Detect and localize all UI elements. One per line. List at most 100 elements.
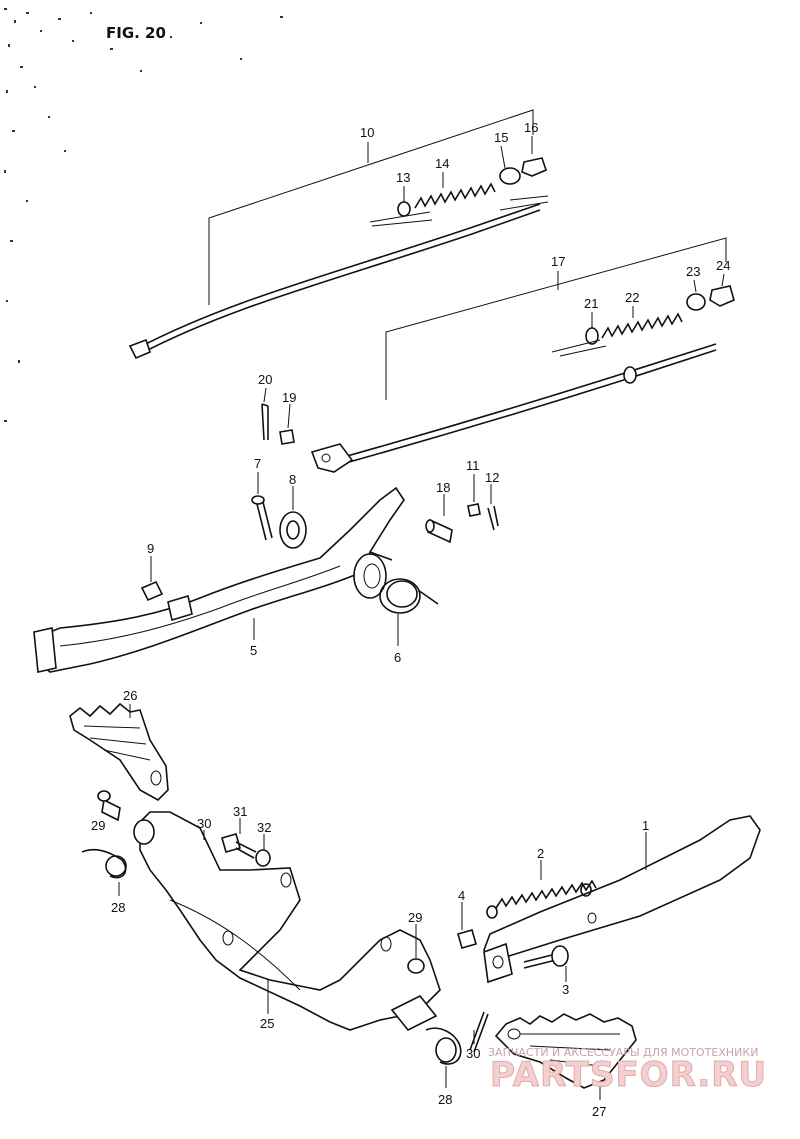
leader-lines [118,136,725,1100]
callout-30-right: 30 [466,1046,480,1061]
pedal-tip [33,627,57,673]
side-stand-1 [483,815,761,984]
footrest-27-teeth [520,1033,620,1067]
footrest-27-body [494,1013,637,1089]
footrest-26-teeth [83,725,151,761]
pin-29-left [101,798,121,822]
callout-32: 32 [257,820,271,835]
pedal-arm [37,486,405,673]
bolt-7-head [251,495,265,505]
pedal-arm-edge [59,565,341,647]
cable-17-eye [321,453,331,463]
washer-15 [499,167,521,185]
callout-3: 3 [562,982,569,997]
thread-17 [551,339,607,357]
small-parts-upper [140,403,499,602]
callout-24: 24 [716,258,730,273]
pedal-stop-tab [167,594,193,622]
bolt-3-shank [523,953,557,969]
spring-6-legs [369,551,439,605]
bolt-7 [255,497,273,541]
callout-17: 17 [551,254,565,269]
spring-2 [486,879,597,919]
cable-10 [137,203,541,349]
footrest-26 [69,702,169,801]
side-stand-bracket [483,942,513,984]
stand-hole-b [222,930,234,946]
callout-23: 23 [686,264,700,279]
cotter-pin-12 [487,505,499,531]
cable-17-end [310,443,354,473]
stand-foot-tab [390,994,438,1032]
bracket-line-10 [208,109,534,305]
callout-15: 15 [494,130,508,145]
callout-20: 20 [258,372,272,387]
washer-8-hole [286,520,300,540]
callout-labels: 10 13 14 15 16 17 21 22 23 24 20 19 7 8 … [91,120,730,1119]
nut-16 [521,157,547,177]
spring-6-inner [386,580,418,608]
footrest-26-body [69,702,169,801]
figure-title: FIG. 20 [106,24,166,42]
callout-5: 5 [250,643,257,658]
watermark-brand: PARTSFOR.RU [490,1055,767,1095]
stand-pivot-left [133,819,155,845]
cotter-pin-30-right [469,1011,489,1053]
callout-25: 25 [260,1016,274,1031]
callout-11: 11 [466,458,480,473]
bolt-31-shank [235,841,257,859]
nut-24 [709,285,735,307]
side-stand-leg [483,815,761,963]
pedal-boss [353,553,387,599]
stopper-9 [140,580,164,602]
adjuster-10 [499,195,549,211]
spring-28-left [81,848,127,879]
bolt-31-head [221,833,241,853]
cable-assembly-10 [128,109,549,360]
callout-28-right: 28 [438,1092,452,1107]
callout-4: 4 [458,888,465,903]
washer-11 [467,503,481,517]
callout-13: 13 [396,170,410,185]
callout-28-left: 28 [111,900,125,915]
washer-19 [279,429,295,445]
callout-16: 16 [524,120,538,135]
side-stand-hole [492,955,504,969]
side-stand-spring-hook [587,912,597,924]
stand-edge [169,899,301,991]
callout-9: 9 [147,541,154,556]
callout-29-right: 29 [408,910,422,925]
stand-frame [139,811,441,1031]
callout-10: 10 [360,125,374,140]
bracket-line-17 [385,237,727,400]
pin-29-left-head [97,790,111,802]
pedal-boss-hole [363,563,381,589]
callout-14: 14 [435,156,449,171]
cable-assembly-17 [310,237,735,473]
footrest-27-hole [507,1028,521,1040]
callout-2: 2 [537,846,544,861]
spring-6 [379,578,421,614]
thread-10 [369,211,433,227]
cable-10-outer [139,209,541,355]
center-stand-25 [133,811,441,1032]
callout-30-left: 30 [197,816,211,831]
callout-26: 26 [123,688,137,703]
watermark-caption: ЗАПЧАСТИ И АКСЕССУАРЫ ДЛЯ МОТОТЕХНИКИ [488,1046,758,1059]
callout-31: 31 [233,804,247,819]
callout-7: 7 [254,456,261,471]
callout-22: 22 [625,290,639,305]
nut-4 [457,929,477,949]
callout-21: 21 [584,296,598,311]
cable-10-end [128,338,151,360]
scan-noise [4,8,283,422]
callout-6: 6 [394,650,401,665]
brake-pedal-5 [33,486,439,673]
footrest-27 [494,1013,637,1089]
spring-14 [414,182,496,209]
bolt-3-head [551,945,569,967]
washer-23 [686,293,706,311]
stand-hole-a [280,872,292,888]
callout-29-left: 29 [91,818,105,833]
